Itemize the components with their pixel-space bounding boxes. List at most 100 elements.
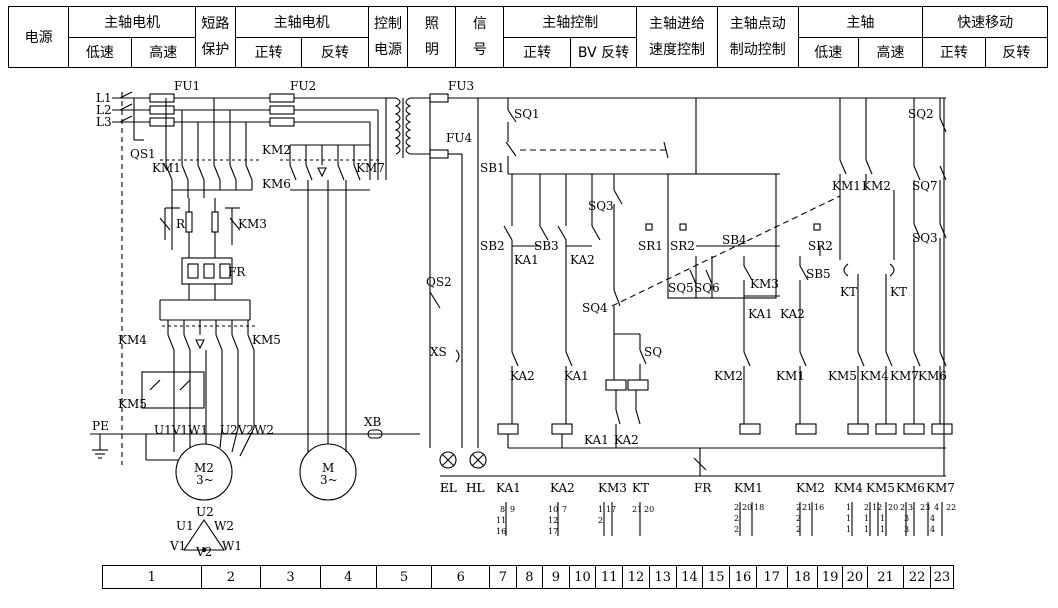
- col-num-18: 18: [786, 565, 819, 589]
- hdr-short-circuit-2: 保护: [201, 42, 230, 58]
- hdr-control-1: 控制: [373, 16, 402, 32]
- label-km4: KM4: [118, 333, 147, 347]
- col-num-20: 20: [841, 565, 868, 589]
- header-table: 电源 主轴电机 短路 保护 主轴电机 控制 电源 照 明 信 号 主轴控制 主轴…: [7, 6, 1049, 68]
- ref-km5: 2 1 1 12 1 1 20: [864, 503, 898, 534]
- coil-km1: KM1: [734, 481, 763, 495]
- ref-km3: 1 2 17: [598, 505, 616, 525]
- ref-km5-r1: 1: [880, 514, 885, 523]
- label-m-b: 3~: [320, 473, 338, 487]
- label-kt1: KT: [840, 285, 857, 299]
- ref-ka1-l1: 11: [496, 516, 506, 525]
- hdr-feed-1: 主轴进给: [649, 16, 706, 32]
- col-num-5: 5: [375, 565, 433, 589]
- ref-km5-r0: 12: [872, 503, 882, 512]
- col-num-19: 19: [817, 565, 843, 589]
- label-ka1-d: KA1: [584, 433, 609, 447]
- hdr-sp-low: 低速: [797, 36, 859, 68]
- label-ka1: KA1: [514, 253, 539, 267]
- ref-km1-l0: 2: [734, 503, 739, 512]
- ref-km7-l1: 4: [930, 514, 935, 523]
- label-v2: V2: [195, 545, 212, 559]
- label-sq2: SQ2: [908, 107, 934, 121]
- col-num-23: 23: [930, 565, 954, 589]
- ref-km1: 2 2 2 20 18: [734, 503, 764, 534]
- ref-km3-l0: 1: [598, 505, 603, 514]
- col-num-7: 7: [489, 565, 517, 589]
- ref-ka2-l2: 17: [548, 527, 558, 536]
- label-sb5: SB5: [806, 267, 831, 281]
- ref-km3-r0: 17: [606, 505, 616, 514]
- col-num-10: 10: [568, 565, 597, 589]
- label-ka2: KA2: [570, 253, 595, 267]
- col-num-9: 9: [542, 565, 570, 589]
- ref-kt-l0: 21: [632, 505, 642, 514]
- label-l2: L2: [96, 103, 112, 117]
- hdr-high-speed: 高速: [130, 36, 196, 68]
- col-num-14: 14: [675, 565, 704, 589]
- label-km5: KM5: [252, 333, 281, 347]
- ref-km2-x: 16: [814, 503, 824, 512]
- hdr-lighting-1: 照: [424, 16, 439, 32]
- hdr-signal-2: 号: [472, 42, 487, 58]
- label-xs: XS: [430, 345, 447, 359]
- label-km2-d: KM2: [862, 179, 891, 193]
- ref-km5-r2: 1: [880, 525, 885, 534]
- hdr-sp-high: 高速: [857, 36, 924, 68]
- label-km2: KM2: [262, 143, 291, 157]
- col-num-6: 6: [431, 565, 491, 589]
- label-km6: KM6: [262, 177, 291, 191]
- label-km7: KM7: [356, 161, 385, 175]
- label-ka2-c: KA2: [510, 369, 535, 383]
- ref-km5-l2: 1: [864, 525, 869, 534]
- label-sq7: SQ7: [912, 179, 938, 193]
- ref-km7-x: 22: [946, 503, 956, 512]
- coil-kt: KT: [632, 481, 649, 495]
- label-xb: XB: [364, 415, 382, 429]
- ref-km3-l1: 2: [598, 516, 603, 525]
- label-fu1: FU1: [174, 79, 200, 93]
- ref-km1-l1: 2: [734, 514, 739, 523]
- label-sq: SQ: [644, 345, 662, 359]
- hdr-rapid-fwd: 正转: [922, 36, 986, 68]
- ref-kt-r0: 20: [644, 505, 654, 514]
- hdr-spindle: 主轴: [797, 6, 924, 38]
- label-km5-b: KM5: [118, 397, 147, 411]
- hdr-feed: 主轴进给 速度控制: [636, 6, 718, 68]
- contact-ref-dividers: [505, 502, 943, 536]
- label-km5-c: KM5: [828, 369, 857, 383]
- label-sr1: SR1: [638, 239, 663, 253]
- label-u1: U1: [176, 519, 194, 533]
- label-w1: W1: [222, 539, 242, 553]
- ref-km6-r0: 3: [908, 503, 913, 512]
- ref-km7-r0: 4: [934, 503, 939, 512]
- label-kt2: KT: [890, 285, 907, 299]
- hdr-lighting: 照 明: [407, 6, 457, 68]
- label-sb3: SB3: [534, 239, 559, 253]
- hdr-jog-2: 制动控制: [729, 42, 786, 58]
- label-km1: KM1: [152, 161, 181, 175]
- hdr-jog: 主轴点动 制动控制: [716, 6, 799, 68]
- ref-km5-l1: 1: [864, 514, 869, 523]
- col-num-15: 15: [702, 565, 731, 589]
- column-number-row: 1 2 3 4 5 6 7 8 9 10 11 12 13 14 15 16 1…: [102, 565, 954, 589]
- ref-kt: 21 20: [632, 505, 654, 514]
- label-u2: U2: [196, 505, 214, 519]
- label-hl: HL: [466, 481, 484, 495]
- col-num-8: 8: [515, 565, 544, 589]
- control-circuit: [429, 93, 953, 477]
- label-fu2: FU2: [290, 79, 316, 93]
- ref-km4: 1 1 1: [846, 503, 851, 534]
- ref-ka2: 10 12 17 7: [548, 505, 567, 536]
- col-num-12: 12: [622, 565, 650, 589]
- label-sq4: SQ4: [582, 301, 608, 315]
- ref-km2-r0: 21: [802, 503, 812, 512]
- label-sr2-b: SR2: [808, 239, 833, 253]
- main-circuit: [90, 91, 420, 553]
- label-m2-b: 3~: [196, 473, 214, 487]
- ref-km1-l2: 2: [734, 525, 739, 534]
- hdr-lighting-2: 明: [424, 42, 439, 58]
- label-fu4: FU4: [446, 131, 472, 145]
- hdr-spindle-motor-1: 主轴电机: [68, 6, 196, 38]
